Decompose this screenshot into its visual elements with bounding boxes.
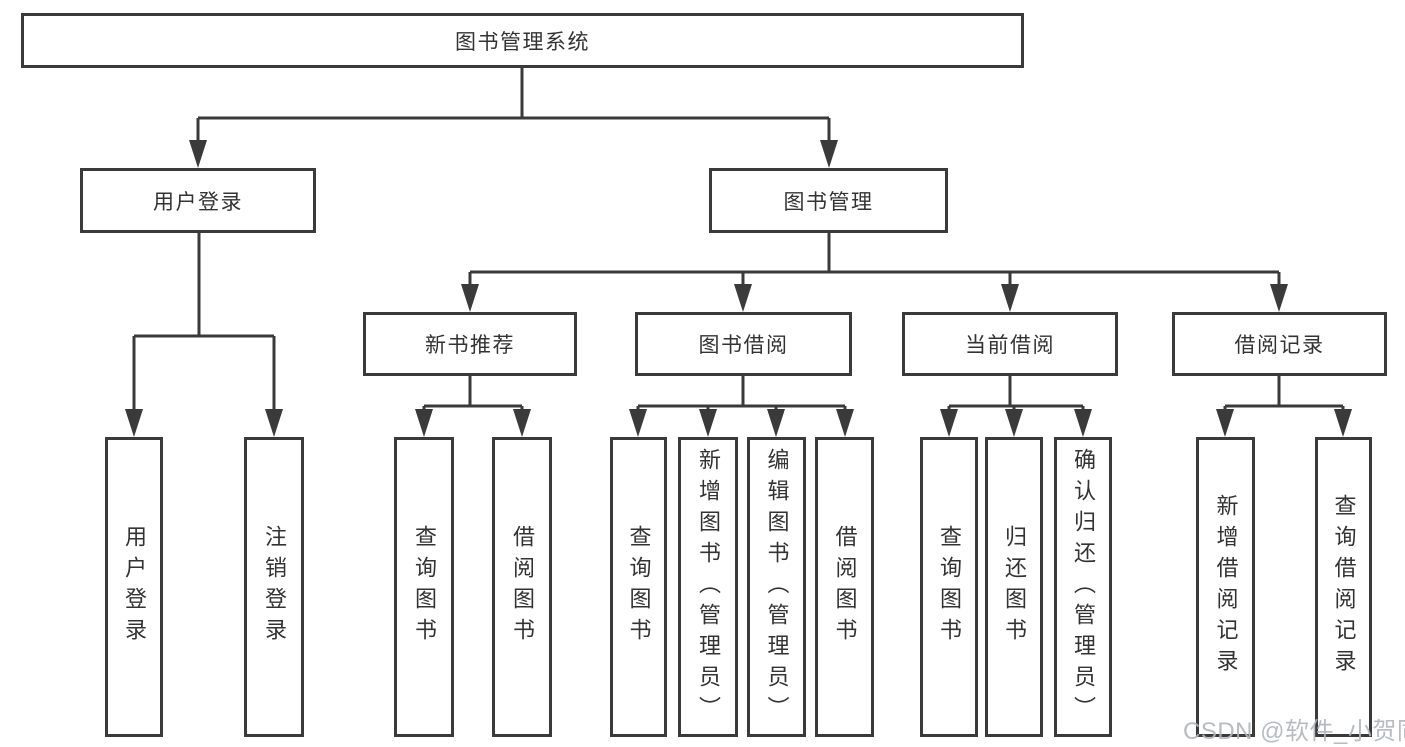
connector-book-management-to-level3 [468, 233, 1281, 286]
connector-user-login-to-leaves [132, 233, 276, 411]
arrowheads [125, 140, 1352, 437]
node-book-borrow: 图书借阅 [635, 312, 852, 376]
node-borrow-records: 借阅记录 [1172, 312, 1387, 376]
leaf-return-book: 归还图书 [985, 437, 1043, 737]
leaf-query-books-current: 查询图书 [920, 437, 978, 737]
leaf-user-login: 用户登录 [105, 437, 163, 737]
arrowhead [265, 409, 283, 437]
arrowhead [1005, 409, 1023, 437]
arrowhead [1216, 409, 1234, 437]
connector-borrow-record-to-leaves [1223, 376, 1345, 412]
arrowhead [1001, 284, 1019, 312]
arrowhead [1334, 409, 1352, 437]
arrowhead [734, 284, 752, 312]
connector-book-borrow-to-leaves [636, 376, 847, 412]
arrowhead [1270, 284, 1288, 312]
arrowhead [767, 409, 785, 437]
leaf-borrow-books: 借阅图书 [815, 437, 874, 737]
arrowhead [189, 140, 207, 168]
leaf-query-books-recommend: 查询图书 [394, 437, 454, 737]
node-current-borrow: 当前借阅 [902, 312, 1118, 376]
node-book-management: 图书管理 [709, 168, 948, 233]
arrowhead [699, 409, 717, 437]
leaf-add-borrow-record: 新增借阅记录 [1196, 437, 1255, 737]
arrowhead [940, 409, 958, 437]
leaf-query-books-borrow: 查询图书 [610, 437, 667, 737]
arrowhead [1074, 409, 1092, 437]
leaf-confirm-return-admin: 确认归还（管理员） [1054, 437, 1112, 737]
connector-current-borrow-to-leaves [947, 376, 1085, 412]
arrowhead [836, 409, 854, 437]
node-library-system: 图书管理系统 [21, 13, 1024, 68]
leaf-borrow-books-recommend: 借阅图书 [492, 437, 552, 737]
connector-root-to-level2 [196, 68, 831, 142]
arrowhead [461, 284, 479, 312]
leaf-logout: 注销登录 [244, 437, 304, 737]
node-new-book-recommend: 新书推荐 [363, 312, 577, 376]
leaf-add-book-admin: 新增图书（管理员） [678, 437, 738, 737]
arrowhead [415, 409, 433, 437]
leaf-query-borrow-record: 查询借阅记录 [1315, 437, 1372, 737]
arrowhead [629, 409, 647, 437]
leaf-edit-book-admin: 编辑图书（管理员） [747, 437, 806, 737]
arrowhead [125, 409, 143, 437]
csdn-watermark: CSDN @软件_小贺同学 [1183, 718, 1405, 745]
node-user-login: 用户登录 [80, 168, 316, 233]
arrowhead [513, 409, 531, 437]
connector-new-book-to-leaves [422, 376, 524, 412]
arrowhead [820, 140, 838, 168]
